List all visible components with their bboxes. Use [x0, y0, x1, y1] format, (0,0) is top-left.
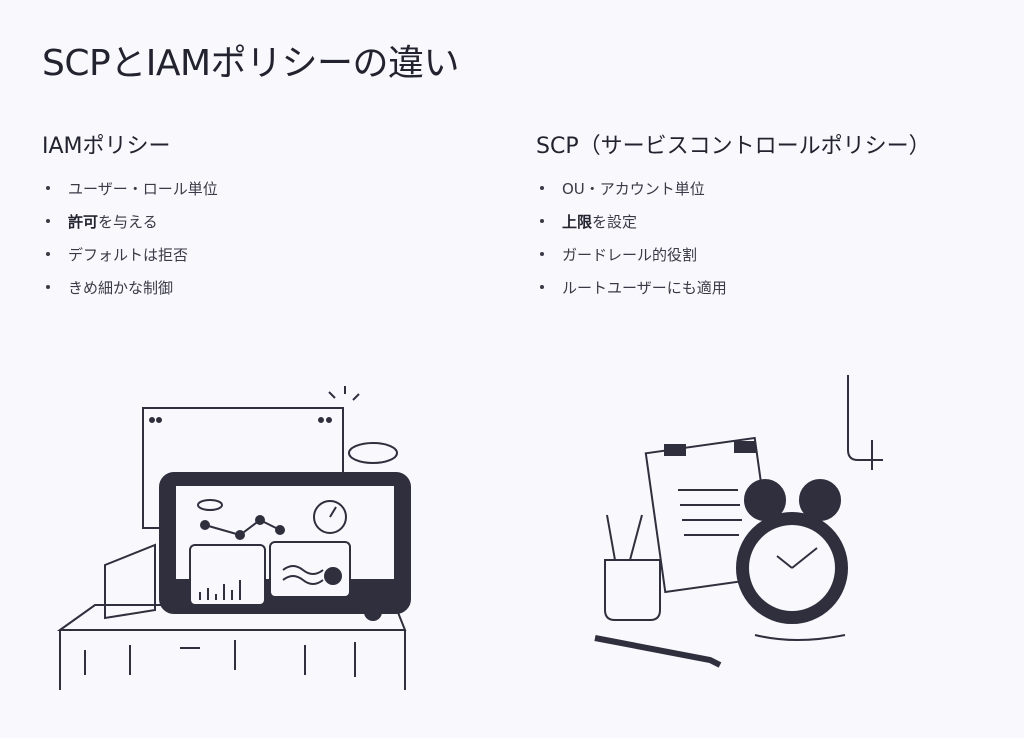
scp-bullet-list: OU・アカウント単位 上限を設定 ガードレール的役割 ルートユーザーにも適用	[536, 178, 931, 310]
clock-clipboard-illustration	[594, 375, 883, 668]
list-item: OU・アカウント単位	[536, 178, 931, 211]
item-text: きめ細かな制御	[68, 279, 174, 297]
item-text: を与える	[98, 213, 158, 231]
iam-policy-column: IAMポリシー ユーザー・ロール単位 許可を与える デフォルトは拒否 きめ細かな…	[42, 128, 218, 310]
item-text: ガードレール的役割	[562, 246, 698, 264]
item-text: デフォルトは拒否	[68, 246, 189, 264]
list-item: ガードレール的役割	[536, 244, 931, 277]
bullet-icon	[540, 186, 544, 190]
list-item: ルートユーザーにも適用	[536, 277, 931, 310]
bullet-icon	[540, 252, 544, 256]
item-text: OU・アカウント単位	[562, 180, 705, 198]
bullet-icon	[46, 186, 50, 190]
laptop-dashboard-illustration	[56, 386, 411, 690]
list-item: デフォルトは拒否	[42, 244, 218, 277]
bullet-icon	[540, 285, 544, 289]
iam-bullet-list: ユーザー・ロール単位 許可を与える デフォルトは拒否 きめ細かな制御	[42, 178, 218, 310]
bold-text: 上限	[562, 213, 593, 231]
item-text: ユーザー・ロール単位	[68, 180, 218, 198]
column-heading: SCP（サービスコントロールポリシー）	[536, 134, 931, 159]
item-text: を設定	[592, 213, 638, 231]
bold-text: 許可	[68, 213, 99, 231]
bullet-icon	[46, 285, 50, 289]
list-item: ユーザー・ロール単位	[42, 178, 218, 211]
page-title: SCPとIAMポリシーの違い	[42, 43, 460, 84]
bullet-icon	[540, 219, 544, 223]
bullet-icon	[46, 252, 50, 256]
list-item: 上限を設定	[536, 211, 931, 244]
list-item: 許可を与える	[42, 211, 218, 244]
bullet-icon	[46, 219, 50, 223]
scp-column: SCP（サービスコントロールポリシー） OU・アカウント単位 上限を設定 ガード…	[536, 128, 931, 310]
item-text: ルートユーザーにも適用	[562, 279, 727, 297]
list-item: きめ細かな制御	[42, 277, 218, 310]
column-heading: IAMポリシー	[42, 134, 171, 159]
